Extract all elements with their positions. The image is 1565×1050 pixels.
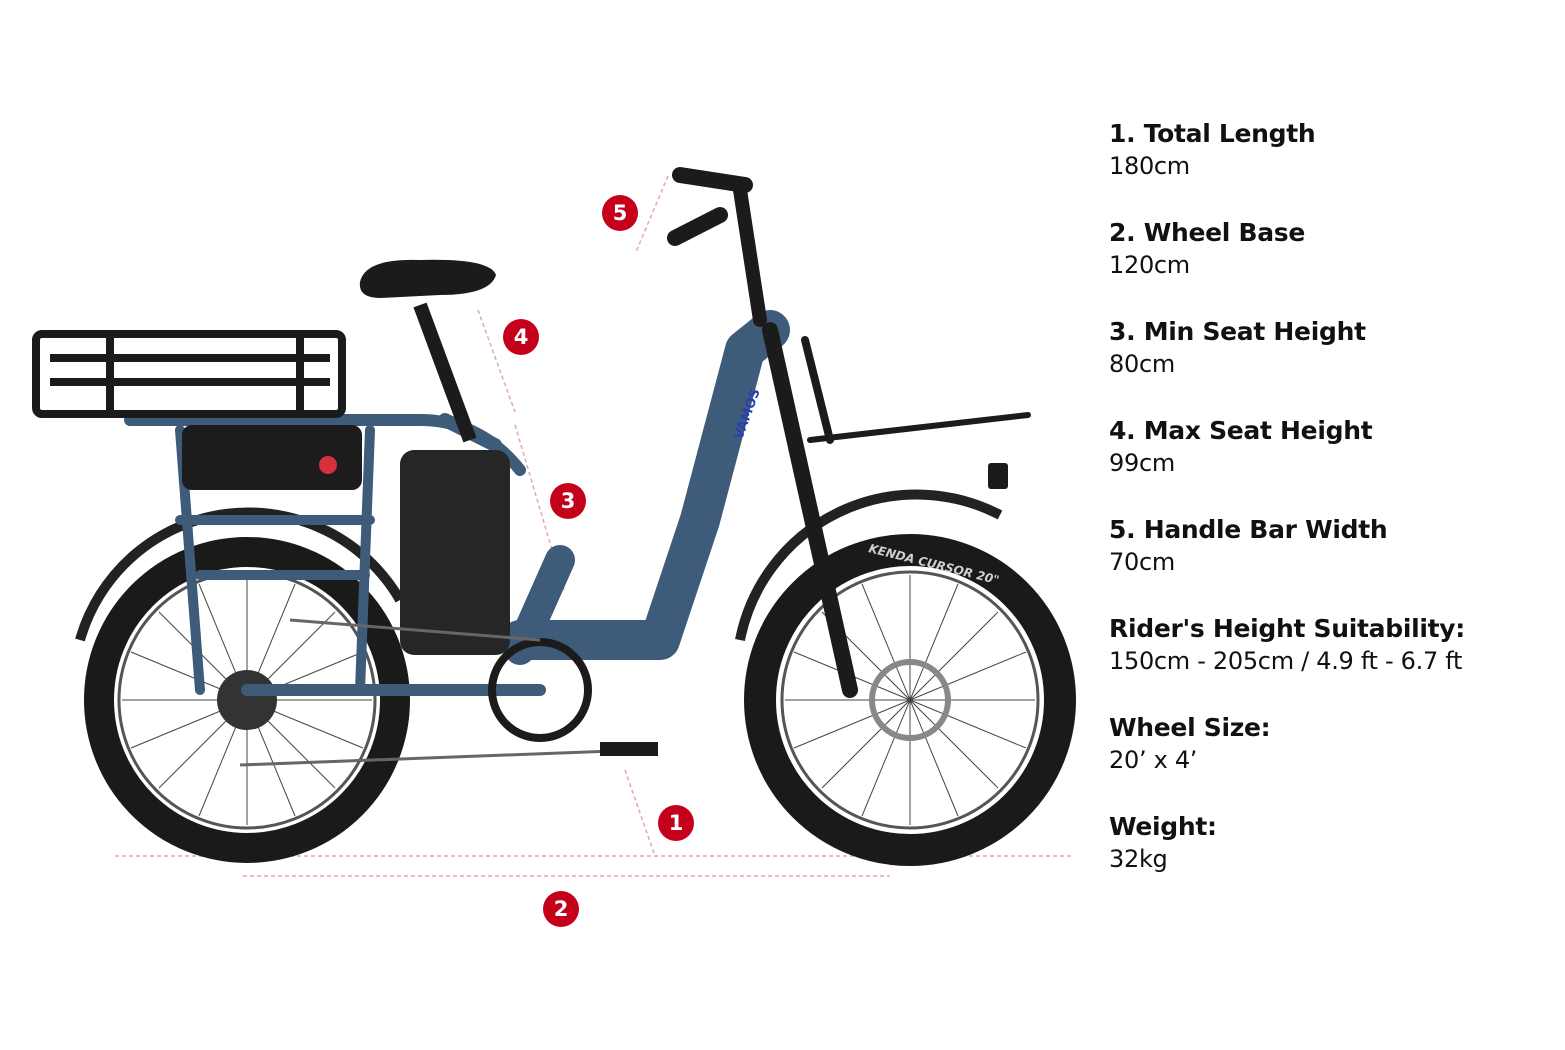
chainring: [488, 638, 592, 742]
spec-rider-height: Rider's Height Suitability: 150cm - 205cm…: [1109, 614, 1465, 678]
spec-value: 32kg: [1109, 845, 1168, 873]
spec-value: 120cm: [1109, 251, 1190, 279]
spec-value: 99cm: [1109, 449, 1175, 477]
spec-title: Weight:: [1109, 812, 1217, 841]
spec-weight: Weight: 32kg: [1109, 812, 1217, 876]
handlebar-grips: [667, 167, 753, 246]
spec-wheel-size: Wheel Size: 20’ x 4’: [1109, 713, 1271, 777]
spec-title: Wheel Size:: [1109, 713, 1271, 742]
rear-rack: [32, 330, 346, 418]
seat-post: [413, 302, 477, 443]
spec-value: 180cm: [1109, 152, 1190, 180]
spec-title: Rider's Height Suitability:: [1109, 614, 1465, 643]
stem: [733, 183, 767, 327]
handlebar-width-line: [635, 175, 669, 253]
seat-logo: [319, 456, 337, 474]
spec-handle-bar-width: 5. Handle Bar Width 70cm: [1109, 515, 1388, 579]
pedal: [600, 742, 658, 756]
marker-4: 4: [503, 319, 539, 355]
marker-5: 5: [602, 195, 638, 231]
spec-value: 20’ x 4’: [1109, 746, 1198, 774]
spec-title: 1. Total Length: [1109, 119, 1316, 148]
spec-title: 3. Min Seat Height: [1109, 317, 1366, 346]
front-wheel: [744, 534, 1076, 866]
rear-seat-pad: [182, 425, 362, 490]
spec-title: 4. Max Seat Height: [1109, 416, 1373, 445]
total-length-diagonal: [624, 769, 656, 857]
front-fender: [735, 489, 1003, 641]
marker-2: 2: [543, 891, 579, 927]
battery: [400, 450, 510, 655]
spec-min-seat-height: 3. Min Seat Height 80cm: [1109, 317, 1366, 381]
front-rack: [807, 412, 1031, 443]
headlight: [988, 463, 1008, 489]
marker-1: 1: [658, 805, 694, 841]
dimension-lines: [115, 175, 1072, 877]
spec-title: 5. Handle Bar Width: [1109, 515, 1388, 544]
bike-illustration: KENDA CURSOR 20" VAMOS: [32, 167, 1076, 877]
spec-total-length: 1. Total Length 180cm: [1109, 119, 1316, 183]
saddle: [359, 259, 496, 298]
spec-value: 150cm - 205cm / 4.9 ft - 6.7 ft: [1109, 647, 1463, 675]
spec-title: 2. Wheel Base: [1109, 218, 1306, 247]
chain: [239, 618, 641, 767]
marker-3: 3: [550, 483, 586, 519]
spec-max-seat-height: 4. Max Seat Height 99cm: [1109, 416, 1373, 480]
fork: [762, 322, 858, 698]
spec-value: 80cm: [1109, 350, 1175, 378]
rear-wheel: [84, 537, 410, 863]
spec-wheel-base: 2. Wheel Base 120cm: [1109, 218, 1305, 282]
spec-value: 70cm: [1109, 548, 1175, 576]
